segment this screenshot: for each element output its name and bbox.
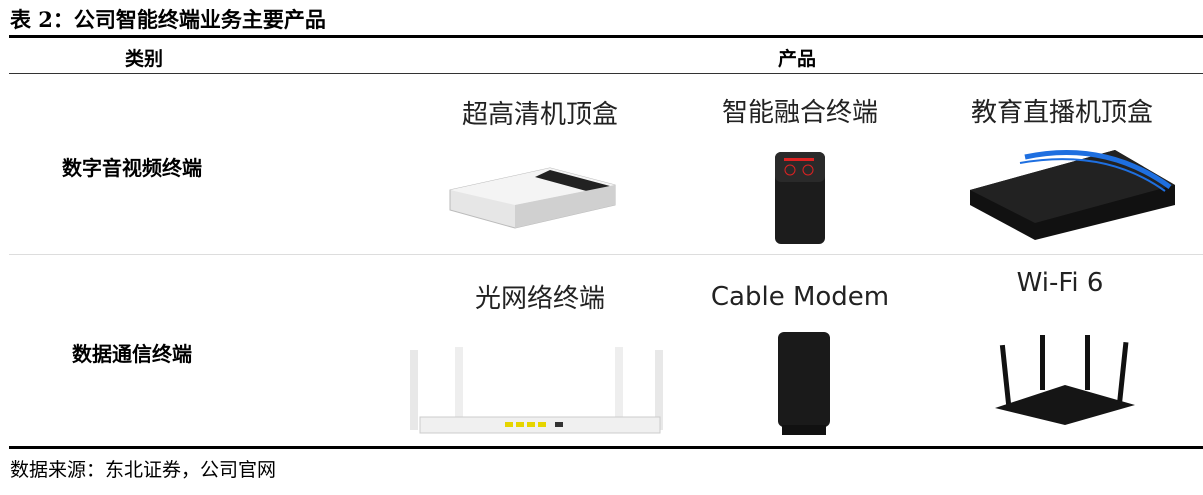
category-data-communication: 数据通信终端	[72, 342, 192, 366]
product-label: 光网络终端	[474, 284, 605, 314]
row-divider	[9, 254, 1203, 255]
education-set-top-box-image	[970, 150, 1175, 240]
product-label: 超高清机顶盒	[461, 100, 618, 130]
product-label: 智能融合终端	[721, 98, 878, 128]
product-label: Wi-Fi 6	[1016, 268, 1104, 298]
wifi6-router-image	[995, 335, 1135, 425]
product-label: 教育直播机顶盒	[970, 98, 1153, 128]
smart-terminal-image	[775, 152, 825, 244]
set-top-box-image	[449, 167, 616, 229]
table-title: 表 2：公司智能终端业务主要产品	[10, 7, 326, 32]
product-label: Cable Modem	[710, 282, 890, 312]
cable-modem-image	[778, 332, 830, 435]
category-digital-av: 数字音视频终端	[62, 156, 202, 180]
source-note: 数据来源：东北证券，公司官网	[10, 459, 277, 481]
header-products: 产品	[778, 48, 817, 70]
table-bottom-rule	[9, 446, 1203, 449]
header-rule	[9, 73, 1203, 74]
optical-network-terminal-image	[410, 347, 663, 434]
table-top-rule	[9, 35, 1203, 38]
header-category: 类别	[125, 48, 164, 70]
